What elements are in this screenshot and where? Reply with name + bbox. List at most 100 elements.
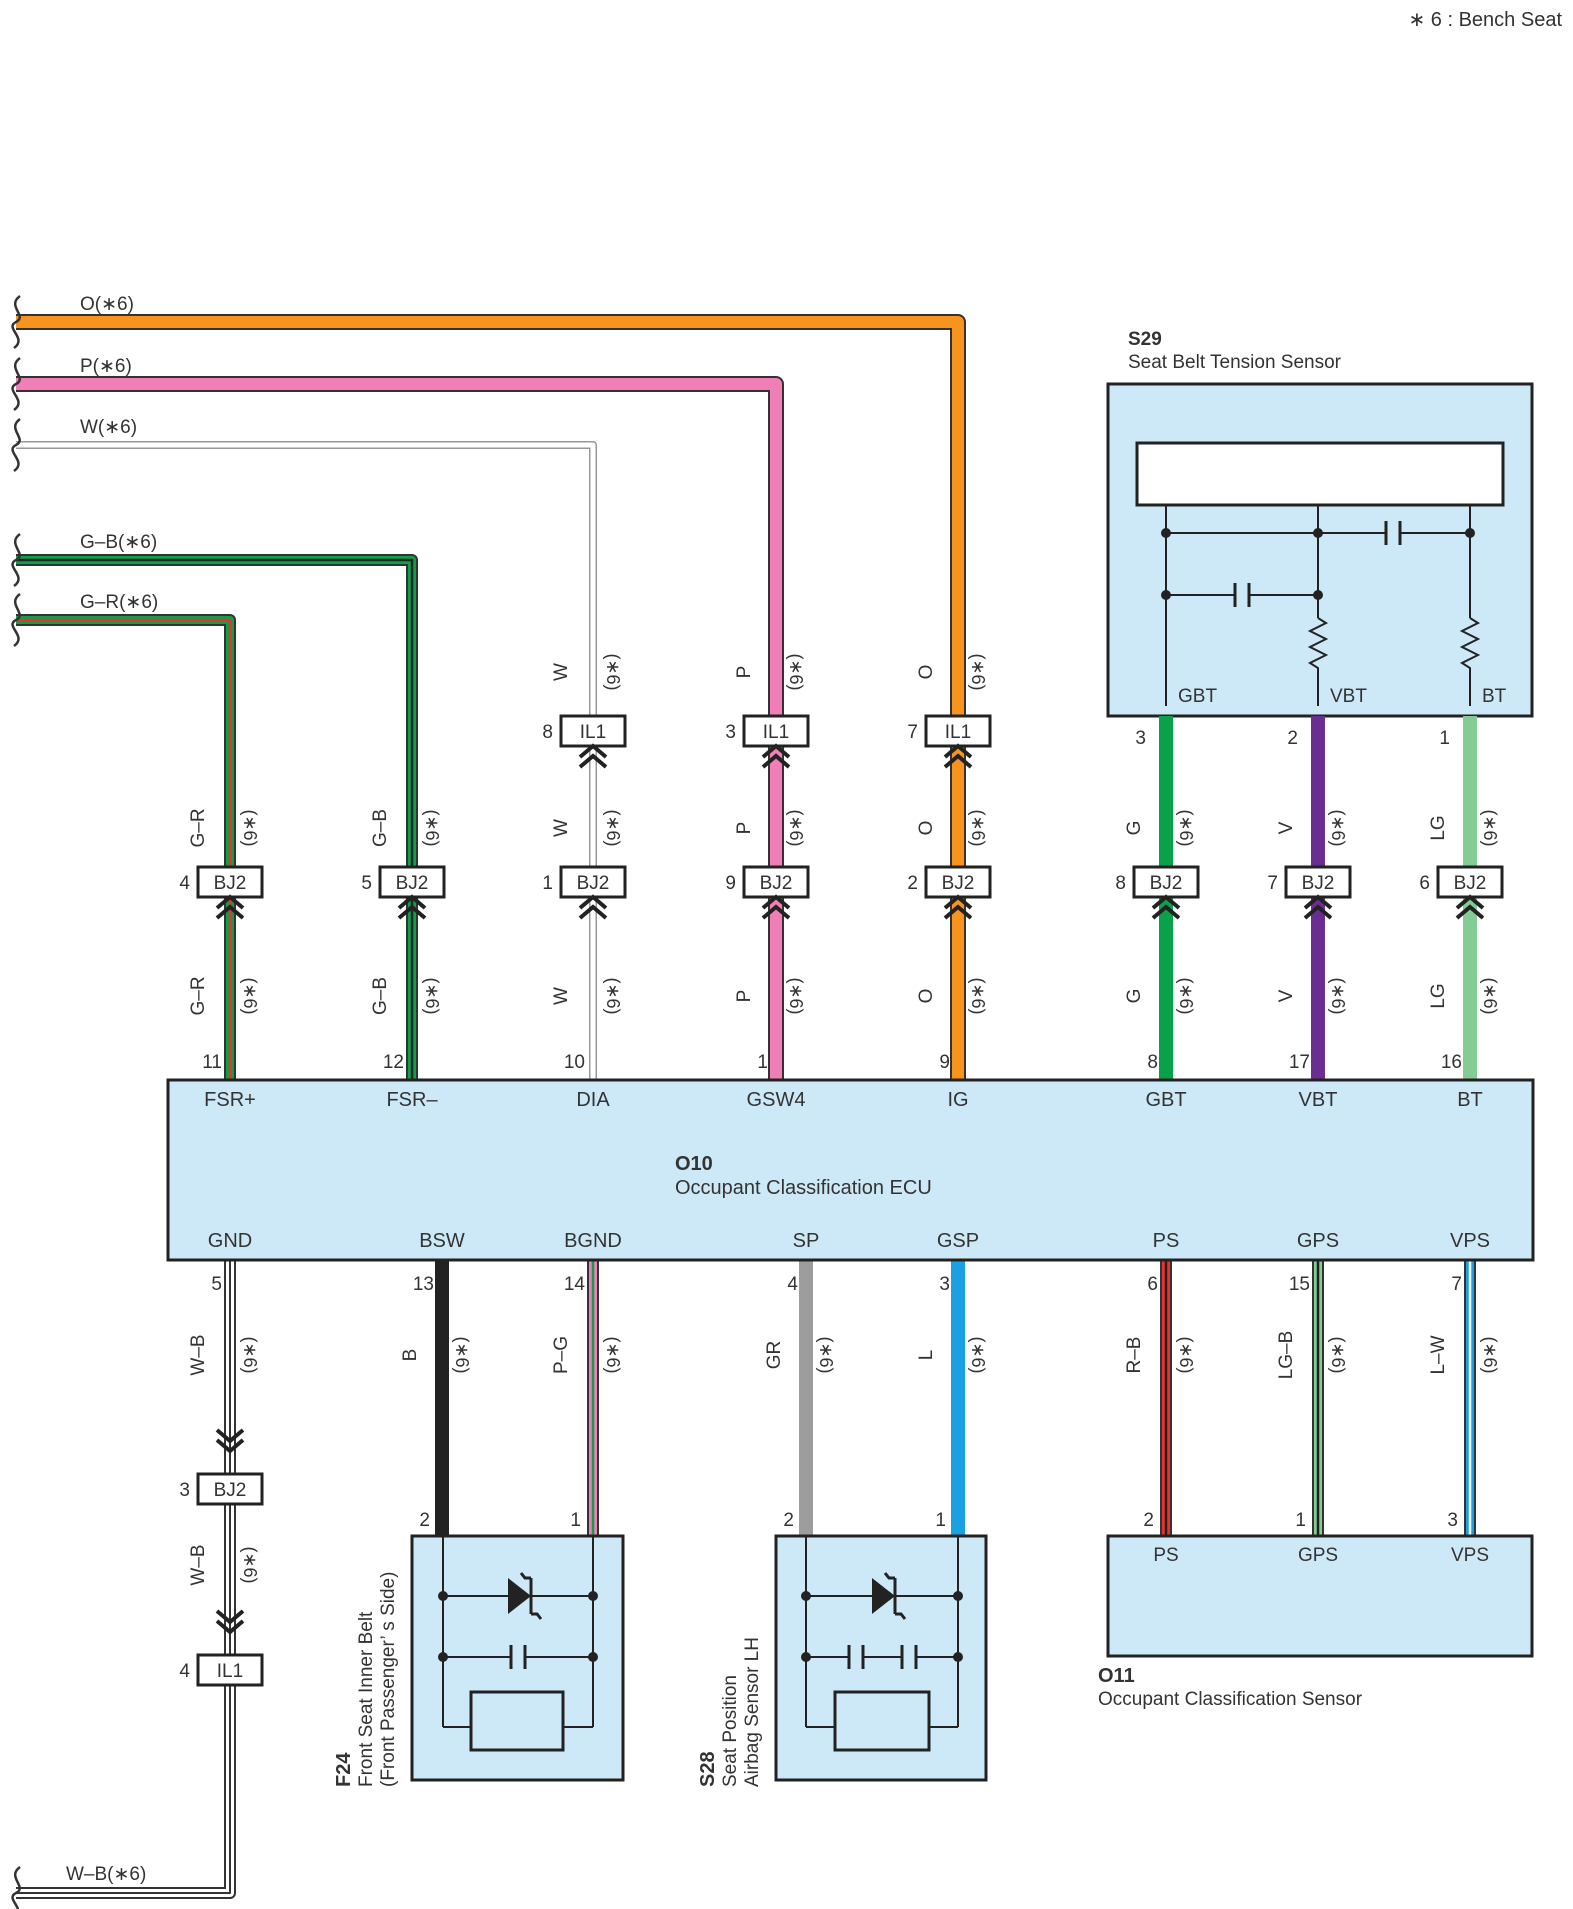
wire-g-b-stripe: [16, 558, 414, 1080]
bj2-chevron-4: [943, 894, 973, 920]
bj2-chevron-7-stroke: [1455, 904, 1485, 920]
s29-internal-circuit: [1165, 505, 1481, 706]
lower-wire-opt-0: (∗6): [240, 1336, 260, 1373]
bj2-connector-4-box: [924, 865, 992, 899]
ecu-bottom-pin-7: VPS: [1450, 1230, 1490, 1252]
lower-end-pin-1: 2: [419, 1510, 430, 1531]
break-mark-2: [11, 417, 21, 473]
gnd-bj2-chevron-stroke: [215, 1438, 245, 1454]
break-mark-0: [11, 294, 21, 350]
o11-occupant-classification-sensor: PS GPS VPS O11 Occupant Classification S…: [1098, 1534, 1534, 1710]
gnd-il1-chevron-stroke: [215, 1619, 245, 1635]
lower-wire-opt-5: (∗6): [1176, 1336, 1196, 1373]
left-wire-label-3: G–B(∗6): [80, 532, 157, 553]
wire-code-bottom-5: G: [1124, 989, 1145, 1004]
bj2-connector-5-label: BJ2: [1150, 873, 1183, 894]
o11-pin-ps: PS: [1153, 1545, 1178, 1566]
ecu-top-pin-num-6: 17: [1289, 1052, 1310, 1073]
bottom-left-wire-label: W–B(∗6): [66, 1864, 146, 1885]
ecu-bottom-pin-num-1: 13: [413, 1274, 434, 1295]
il1-connector-3-label: IL1: [763, 722, 789, 743]
break-mark-3: [11, 532, 21, 588]
f24-name-line1: Front Seat Inner Belt: [356, 1611, 377, 1787]
gnd-bj2-connector-label: BJ2: [214, 1480, 247, 1501]
il1-chevron-4-stroke: [943, 753, 973, 769]
bj2-chevron-6-stroke: [1303, 894, 1333, 910]
bj2-pin-1: 5: [361, 873, 372, 894]
bj2-chevron-1: [397, 894, 427, 920]
ecu-bottom-pin-5: PS: [1153, 1230, 1180, 1252]
gnd-il1-chevron: [215, 1609, 245, 1635]
ecu-bottom-pin-4: GSP: [937, 1230, 979, 1252]
lower-wire-code-2: P–G: [551, 1336, 572, 1374]
wire-opt-top-2: (∗6): [603, 809, 623, 846]
wire-code-bottom-2: W: [551, 987, 572, 1005]
gnd-il1-connector-label: IL1: [217, 1661, 243, 1682]
bj2-connector-3-box: [742, 865, 810, 899]
bj2-chevron-5-stroke: [1151, 894, 1181, 910]
bj2-chevron-0-stroke: [215, 904, 245, 920]
il1-chevron-3-stroke: [761, 753, 791, 769]
ecu-top-pin-num-4: 9: [939, 1052, 950, 1073]
wire-opt-bottom-4: (∗6): [968, 977, 988, 1014]
wire-g-r-stripe: [16, 618, 232, 1080]
wire-gnd-stripe: [16, 1260, 231, 1894]
wire-g-b-outline: [16, 554, 418, 1080]
il1-chevron-4: [943, 743, 973, 769]
lower-wire-opt-7: (∗6): [1480, 1336, 1500, 1373]
bj2-connector-1-box: [378, 865, 446, 899]
bj2-chevron-6: [1303, 894, 1333, 920]
bj2-connector-4-label: BJ2: [942, 873, 975, 894]
il1-chevron-2: [578, 743, 608, 769]
wire-code-il-2: W: [551, 663, 572, 681]
il1-chevron-4-stroke: [943, 743, 973, 759]
ecu-top-pin-num-2: 10: [564, 1052, 585, 1073]
left-wire-label-2: W(∗6): [80, 417, 137, 438]
o11-name: Occupant Classification Sensor: [1098, 1689, 1363, 1710]
wire-g-b: [16, 556, 416, 1080]
wire-opt-top-0: (∗6): [240, 809, 260, 846]
bj2-connector-0-label: BJ2: [214, 873, 247, 894]
s29-name: Seat Belt Tension Sensor: [1128, 352, 1342, 373]
bj2-connector-5-box: [1132, 865, 1200, 899]
il1-chevron-3: [761, 743, 791, 769]
wire-code-top-4: O: [916, 821, 937, 836]
wire-code-bottom-3: P: [734, 990, 755, 1003]
gnd-il1-chevron-stroke: [215, 1609, 245, 1625]
ecu-bottom-pin-num-4: 3: [939, 1274, 950, 1295]
bj2-chevron-0: [215, 894, 245, 920]
wire-opt-bottom-6: (∗6): [1328, 977, 1348, 1014]
f24-name-line2: (Front Passenger’ s Side): [378, 1572, 399, 1787]
wire-opt-bottom-2: (∗6): [603, 977, 623, 1014]
ecu-top-pin-7: BT: [1457, 1089, 1483, 1111]
bj2-chevron-4-stroke: [943, 894, 973, 910]
wire-opt-il-2: (∗6): [603, 653, 623, 690]
ecu-top-pin-num-5: 8: [1147, 1052, 1158, 1073]
lower-wire-code-6: LG–B: [1276, 1331, 1297, 1380]
bj2-connector-1-label: BJ2: [396, 873, 429, 894]
wire-opt-top-5: (∗6): [1176, 809, 1196, 846]
gnd-bj2-chevron: [215, 1428, 245, 1454]
wire-opt-bottom-1: (∗6): [422, 977, 442, 1014]
o11-id: O11: [1098, 1665, 1135, 1687]
bj2-chevron-2-stroke: [578, 894, 608, 910]
ecu-top-pin-5: GBT: [1145, 1089, 1186, 1111]
lower-wire-opt-1: (∗6): [452, 1336, 472, 1373]
lower-wire-code-3: GR: [764, 1341, 785, 1370]
s28-name-line2: Airbag Sensor LH: [742, 1637, 763, 1787]
ecu-bottom-pin-num-2: 14: [564, 1274, 586, 1295]
bj2-connector-3-label: BJ2: [760, 873, 793, 894]
bj2-chevron-3-stroke: [761, 904, 791, 920]
il1-connector-2-label: IL1: [580, 722, 606, 743]
gnd-il1-pin: 4: [179, 1661, 190, 1682]
o10-name: Occupant Classification ECU: [675, 1177, 932, 1199]
lower-wire-opt-3: (∗6): [816, 1336, 836, 1373]
lower-wire-opt-6: (∗6): [1328, 1336, 1348, 1373]
bj2-chevron-5-stroke: [1151, 904, 1181, 920]
ecu-top-pin-6: VBT: [1299, 1089, 1338, 1111]
wire-p: [16, 378, 782, 1080]
ecu-bottom-pin-num-7: 7: [1451, 1274, 1462, 1295]
bj2-chevron-0-stroke: [215, 894, 245, 910]
lower-wire-code-7: L–W: [1428, 1335, 1449, 1374]
